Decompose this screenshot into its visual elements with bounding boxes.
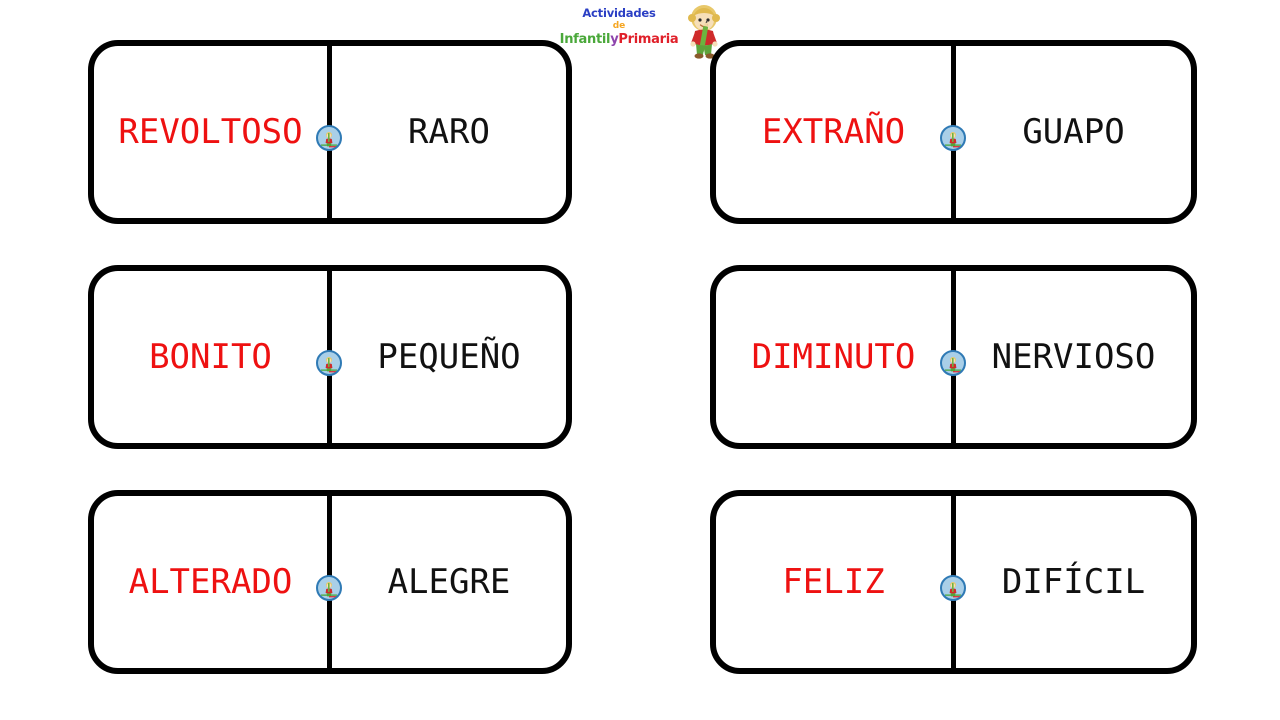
domino-tile[interactable]: BONITO PEQUEÑO: [88, 265, 572, 449]
domino-word-right: PEQUEÑO: [377, 337, 521, 377]
domino-half-left: EXTRAÑO: [716, 46, 951, 218]
domino-word-right: DIFÍCIL: [1001, 562, 1146, 602]
domino-tile[interactable]: EXTRAÑO GUAPO: [710, 40, 1197, 224]
logo-line-infantil-primaria: InfantilyPrimaria: [556, 33, 682, 46]
logo-text: Actividades de InfantilyPrimaria: [556, 6, 682, 46]
mascot-badge-icon: [316, 350, 342, 376]
domino-tile[interactable]: ALTERADO ALEGRE: [88, 490, 572, 674]
logo-word-primaria: Primaria: [618, 31, 679, 47]
logo-line2-text: de: [612, 20, 626, 31]
domino-tile[interactable]: REVOLTOSO RARO: [88, 40, 572, 224]
logo-word-infantil: Infantil: [559, 31, 611, 47]
domino-word-left: BONITO: [149, 337, 272, 377]
mascot-badge-icon: [940, 125, 966, 151]
domino-half-left: ALTERADO: [94, 496, 327, 668]
mascot-badge-icon: [316, 125, 342, 151]
domino-word-left: EXTRAÑO: [761, 112, 906, 152]
domino-half-right: NERVIOSO: [956, 271, 1191, 443]
logo-line-actividades: Actividades: [556, 6, 682, 20]
domino-word-right: ALEGRE: [387, 562, 511, 602]
logo-line1-text: Actividades: [582, 6, 656, 20]
domino-half-right: PEQUEÑO: [332, 271, 566, 443]
domino-tile[interactable]: FELIZ DIFÍCIL: [710, 490, 1197, 674]
mascot-badge-icon: [940, 575, 966, 601]
domino-half-left: DIMINUTO: [716, 271, 951, 443]
domino-half-right: ALEGRE: [332, 496, 566, 668]
domino-half-right: RARO: [332, 46, 566, 218]
domino-word-left: ALTERADO: [128, 562, 293, 602]
domino-half-left: BONITO: [94, 271, 327, 443]
domino-half-left: REVOLTOSO: [94, 46, 327, 218]
domino-word-left: REVOLTOSO: [118, 112, 303, 152]
domino-half-left: FELIZ: [716, 496, 951, 668]
site-logo: Actividades de InfantilyPrimaria: [556, 2, 726, 64]
mascot-badge-icon: [316, 575, 342, 601]
mascot-badge-icon: [940, 350, 966, 376]
domino-word-right: NERVIOSO: [991, 337, 1156, 377]
domino-word-right: GUAPO: [1022, 112, 1125, 152]
domino-word-left: FELIZ: [782, 562, 885, 602]
domino-word-left: DIMINUTO: [751, 337, 916, 377]
girl-with-pencil-mascot-icon: [682, 2, 726, 60]
logo-word-y: y: [610, 31, 619, 47]
domino-tile[interactable]: DIMINUTO NERVIOSO: [710, 265, 1197, 449]
logo-line-de: de: [556, 20, 682, 31]
domino-half-right: GUAPO: [956, 46, 1191, 218]
domino-word-right: RARO: [408, 112, 490, 152]
domino-half-right: DIFÍCIL: [956, 496, 1191, 668]
